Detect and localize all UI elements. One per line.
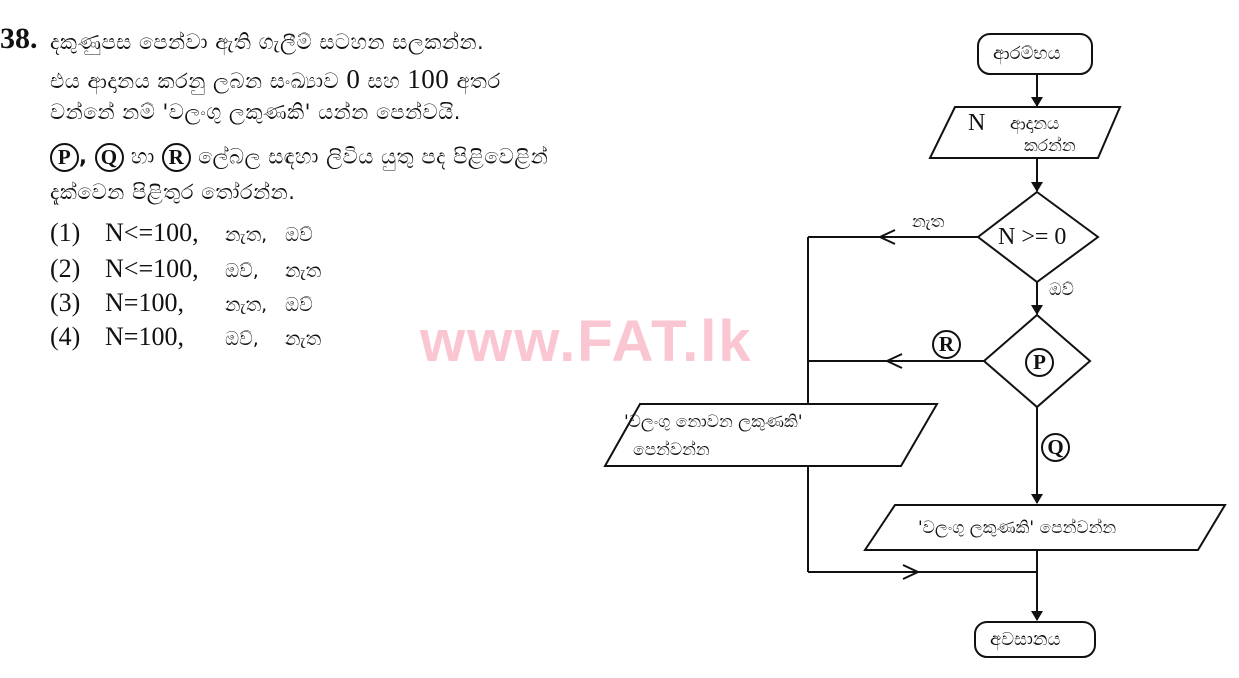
input-parallelogram (928, 106, 1122, 159)
question-line-5: දැක්වෙන පිළිතුර තෝරන්න. (50, 180, 296, 204)
text: එය ආදානය කරනු ලබන සංඛ්‍යාව (50, 69, 347, 93)
decision1-label: N >= 0 (998, 224, 1067, 250)
label-p-circle: P (50, 143, 79, 172)
option-a: නැත, (225, 224, 268, 246)
question-number: 38. (0, 22, 38, 55)
r-circle-icon: R (932, 330, 961, 359)
text: අතර (449, 69, 501, 93)
option-b: ඔව් (285, 294, 313, 316)
text: ලේබල සඳහා ලිවිය යුතු පද පිළිවෙළින් (198, 144, 549, 169)
option-label: (1) (50, 218, 81, 247)
text: සහ (360, 69, 408, 93)
start-label: ආරම්භය (993, 43, 1061, 64)
option-a: නැත, (225, 294, 268, 316)
end-terminal (974, 621, 1096, 658)
question-line-4: P, Q හා R ලේබල සඳහා ලිවිය යුතු පද පිළිවෙ… (50, 143, 548, 172)
input-label-2: කරන්න (1024, 136, 1076, 156)
watermark: www.FAT.lk (420, 309, 753, 374)
input-n-label: N (968, 110, 986, 136)
question-line-3: වන්නේ නම් 'වලංගු ලකුණකි' යන්න පෙන්වයි. (50, 100, 461, 124)
option-1[interactable]: (1) N<=100, නැත, ඔව් (50, 218, 313, 248)
option-3[interactable]: (3) N=100, නැත, ඔව් (50, 288, 313, 318)
q-circle-icon: Q (1041, 433, 1070, 462)
option-b: නැත (285, 260, 322, 282)
question-line-2: එය ආදානය කරනු ලබන සංඛ්‍යාව 0 සහ 100 අතර (50, 64, 501, 95)
start-terminal (977, 33, 1093, 75)
decision1-no-label: නැත (912, 212, 945, 232)
option-condition: N=100, (105, 288, 184, 317)
option-b: නැත (285, 328, 322, 350)
q-label: Q (1041, 433, 1070, 462)
r-label: R (932, 330, 961, 359)
comma: , (79, 144, 88, 169)
option-4[interactable]: (4) N=100, ඔව්, නැත (50, 322, 321, 352)
option-a: ඔව්, (225, 260, 259, 282)
label-q-circle: Q (94, 143, 124, 172)
number-0: 0 (346, 64, 361, 94)
invalid-output-parallelogram (603, 403, 939, 467)
question-line-1: දකුණුපස පෙන්වා ඇති ගැලීම් සටහන සලකන්න. (50, 30, 485, 54)
valid-output-parallelogram (863, 504, 1227, 551)
option-b: ඔව් (285, 224, 313, 246)
label-r-circle: R (161, 143, 191, 172)
option-2[interactable]: (2) N<=100, ඔව්, නැත (50, 254, 321, 284)
option-condition: N=100, (105, 322, 184, 351)
p-circle-icon: P (1025, 348, 1054, 377)
valid-output-label: 'වලංගු ලකුණකි' පෙන්වන්න (918, 518, 1117, 538)
invalid-output-line-2: පෙන්වන්න (633, 440, 710, 460)
option-label: (3) (50, 288, 81, 317)
option-condition: N<=100, (105, 254, 199, 283)
option-label: (4) (50, 322, 81, 351)
option-label: (2) (50, 254, 81, 283)
decision2-label: P (1025, 348, 1054, 377)
number-100: 100 (407, 64, 450, 94)
text: හා (130, 144, 155, 169)
option-condition: N<=100, (105, 218, 199, 247)
decision1-yes-label: ඔව් (1049, 280, 1074, 300)
end-label: අවසානය (990, 629, 1061, 650)
option-a: ඔව්, (225, 328, 259, 350)
invalid-output-line-1: 'වලංගු නොවන ලකුණකි' (624, 412, 803, 432)
input-label-1: ආදානය (1010, 114, 1060, 134)
